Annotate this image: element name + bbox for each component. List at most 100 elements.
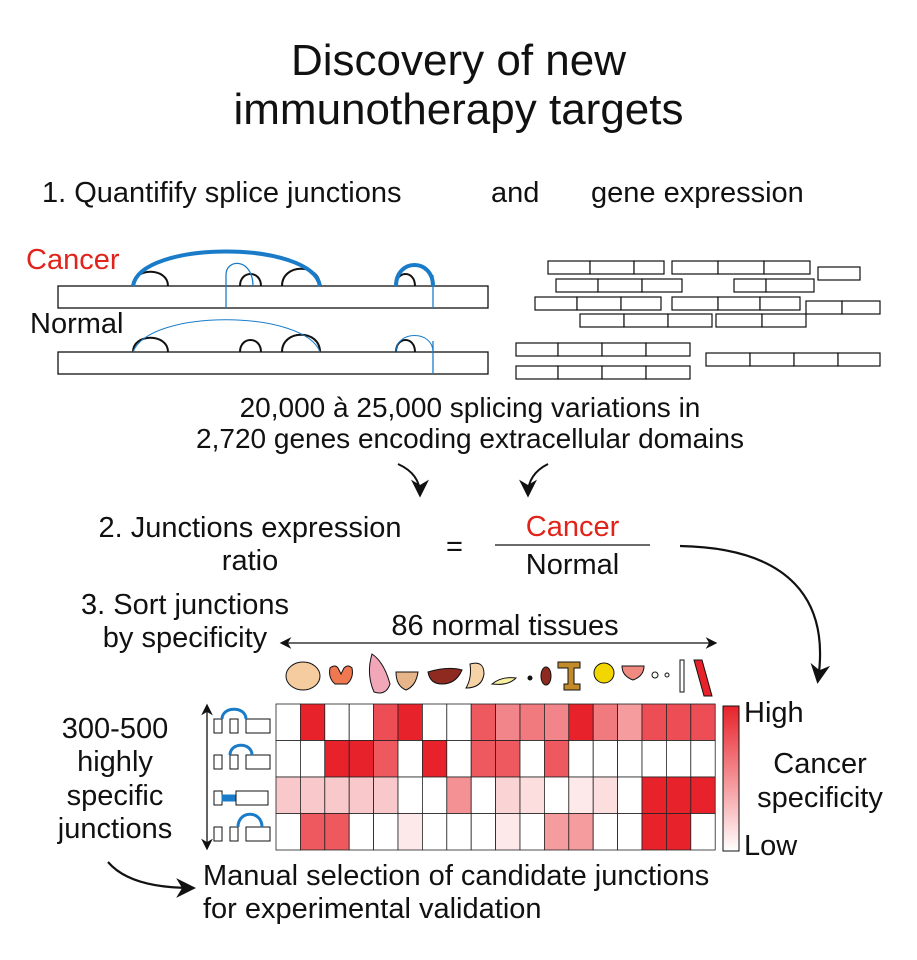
- thyroid-icon: [329, 665, 353, 685]
- heatmap-cell: [397, 776, 423, 814]
- heatmap-cell: [373, 740, 399, 778]
- left-label-line-1: 300-500: [61, 713, 169, 745]
- read-segment: [805, 300, 843, 315]
- step3-line-2: by specificity: [102, 622, 268, 654]
- junction-row-icons: [213, 707, 271, 842]
- heatmap-cell: [617, 813, 643, 851]
- arrow-to-ratio-left: [397, 463, 429, 498]
- legend-label-line-2: specificity: [757, 782, 883, 814]
- heatmap-cell: [495, 740, 521, 778]
- read-segment: [623, 313, 669, 328]
- heatmap-cell: [299, 776, 326, 814]
- heatmap-cell: [348, 813, 375, 851]
- read-segment: [557, 342, 603, 357]
- heatmap-cell: [519, 740, 545, 778]
- summary-line-2: 2,720 genes encoding extracellular domai…: [196, 423, 744, 454]
- heatmap-cell: [690, 740, 716, 778]
- heatmap-cell: [519, 776, 545, 814]
- gallbladder-icon: [490, 677, 518, 685]
- heatmap-cell: [275, 703, 301, 741]
- read-segment: [671, 260, 719, 275]
- heatmap-cell: [617, 703, 643, 741]
- read-segment: [576, 296, 622, 311]
- read-segment: [715, 313, 763, 328]
- heatmap-cell: [421, 703, 448, 741]
- heatmap-cell: [446, 740, 472, 778]
- heatmap-cell: [544, 703, 570, 741]
- read-segment: [589, 260, 635, 275]
- read-segment: [837, 352, 881, 367]
- heatmap-cell: [568, 703, 594, 741]
- legend-label-line-1: Cancer: [773, 748, 867, 780]
- heatmap-cell: [641, 813, 667, 851]
- heatmap-cell: [299, 740, 326, 778]
- muscle-icon: [693, 659, 713, 697]
- read-segment: [717, 296, 761, 311]
- heatmap-cell: [641, 776, 667, 814]
- footer-line-2: for experimental validation: [203, 893, 542, 925]
- heatmap-cell: [421, 813, 448, 851]
- cancer-sample-label: Cancer: [26, 244, 120, 276]
- heatmap-cell: [666, 776, 692, 814]
- read-segment: [717, 260, 765, 275]
- read-segment: [515, 342, 559, 357]
- heatmap-cell: [568, 776, 594, 814]
- junction-icon-row-4: [213, 812, 271, 842]
- read-segment: [765, 278, 815, 293]
- ovary-icon: [651, 671, 659, 679]
- heatmap-cell: [617, 740, 643, 778]
- heatmap-cell: [690, 703, 716, 741]
- step1-label: 1. Quantifify splice junctions: [42, 177, 402, 209]
- heatmap-cell: [666, 740, 692, 778]
- heatmap-cell: [495, 703, 521, 741]
- heatmap-cell: [470, 703, 497, 741]
- heatmap-cell: [275, 813, 301, 851]
- heatmap-cell: [592, 813, 619, 851]
- heatmap-cell: [592, 703, 619, 741]
- heatmap-cell: [666, 703, 692, 741]
- heatmap-cell: [495, 776, 521, 814]
- read-segment: [645, 342, 691, 357]
- heatmap-cell: [299, 703, 326, 741]
- read-segment: [761, 313, 807, 328]
- heatmap-cell: [641, 703, 667, 741]
- read-segment: [515, 365, 559, 380]
- ratio-numerator: Cancer: [525, 511, 620, 543]
- heatmap-cell: [373, 776, 399, 814]
- footer-line-1: Manual selection of candidate junctions: [203, 860, 710, 892]
- heatmap-cell: [666, 813, 692, 851]
- read-segment: [601, 365, 647, 380]
- testis-icon: [664, 672, 670, 678]
- title-line-2: immunotherapy targets: [233, 85, 684, 134]
- heatmap-cell: [617, 776, 643, 814]
- equals-sign: =: [446, 531, 463, 563]
- heatmap-cell: [495, 813, 521, 851]
- heatmap-cell: [544, 740, 570, 778]
- left-label-line-3: specific: [66, 780, 164, 812]
- heatmap-cell: [324, 776, 350, 814]
- read-segment: [763, 260, 811, 275]
- legend-high: High: [744, 697, 804, 729]
- heatmap-cell: [397, 813, 423, 851]
- read-segment: [667, 313, 713, 328]
- read-segment: [620, 296, 662, 311]
- step1-gene-expression: gene expression: [591, 177, 804, 209]
- read-segment: [793, 352, 839, 367]
- heatmap-cell: [299, 813, 326, 851]
- arrow-to-ratio-right: [519, 463, 549, 498]
- bladder-icon: [593, 662, 615, 684]
- tissue-icons: [285, 653, 713, 697]
- left-label-line-2: highly: [77, 746, 153, 778]
- normal-gene-model: [57, 319, 489, 375]
- title-line-1: Discovery of new: [290, 36, 626, 85]
- expression-reads: [515, 260, 881, 380]
- read-segment: [579, 313, 625, 328]
- heatmap-cell: [690, 776, 716, 814]
- read-segment: [645, 365, 691, 380]
- specificity-heatmap: [275, 703, 716, 851]
- read-segment: [633, 260, 665, 275]
- heatmap-cell: [275, 776, 301, 814]
- heatmap-cell: [446, 703, 472, 741]
- stomach-icon: [395, 671, 419, 691]
